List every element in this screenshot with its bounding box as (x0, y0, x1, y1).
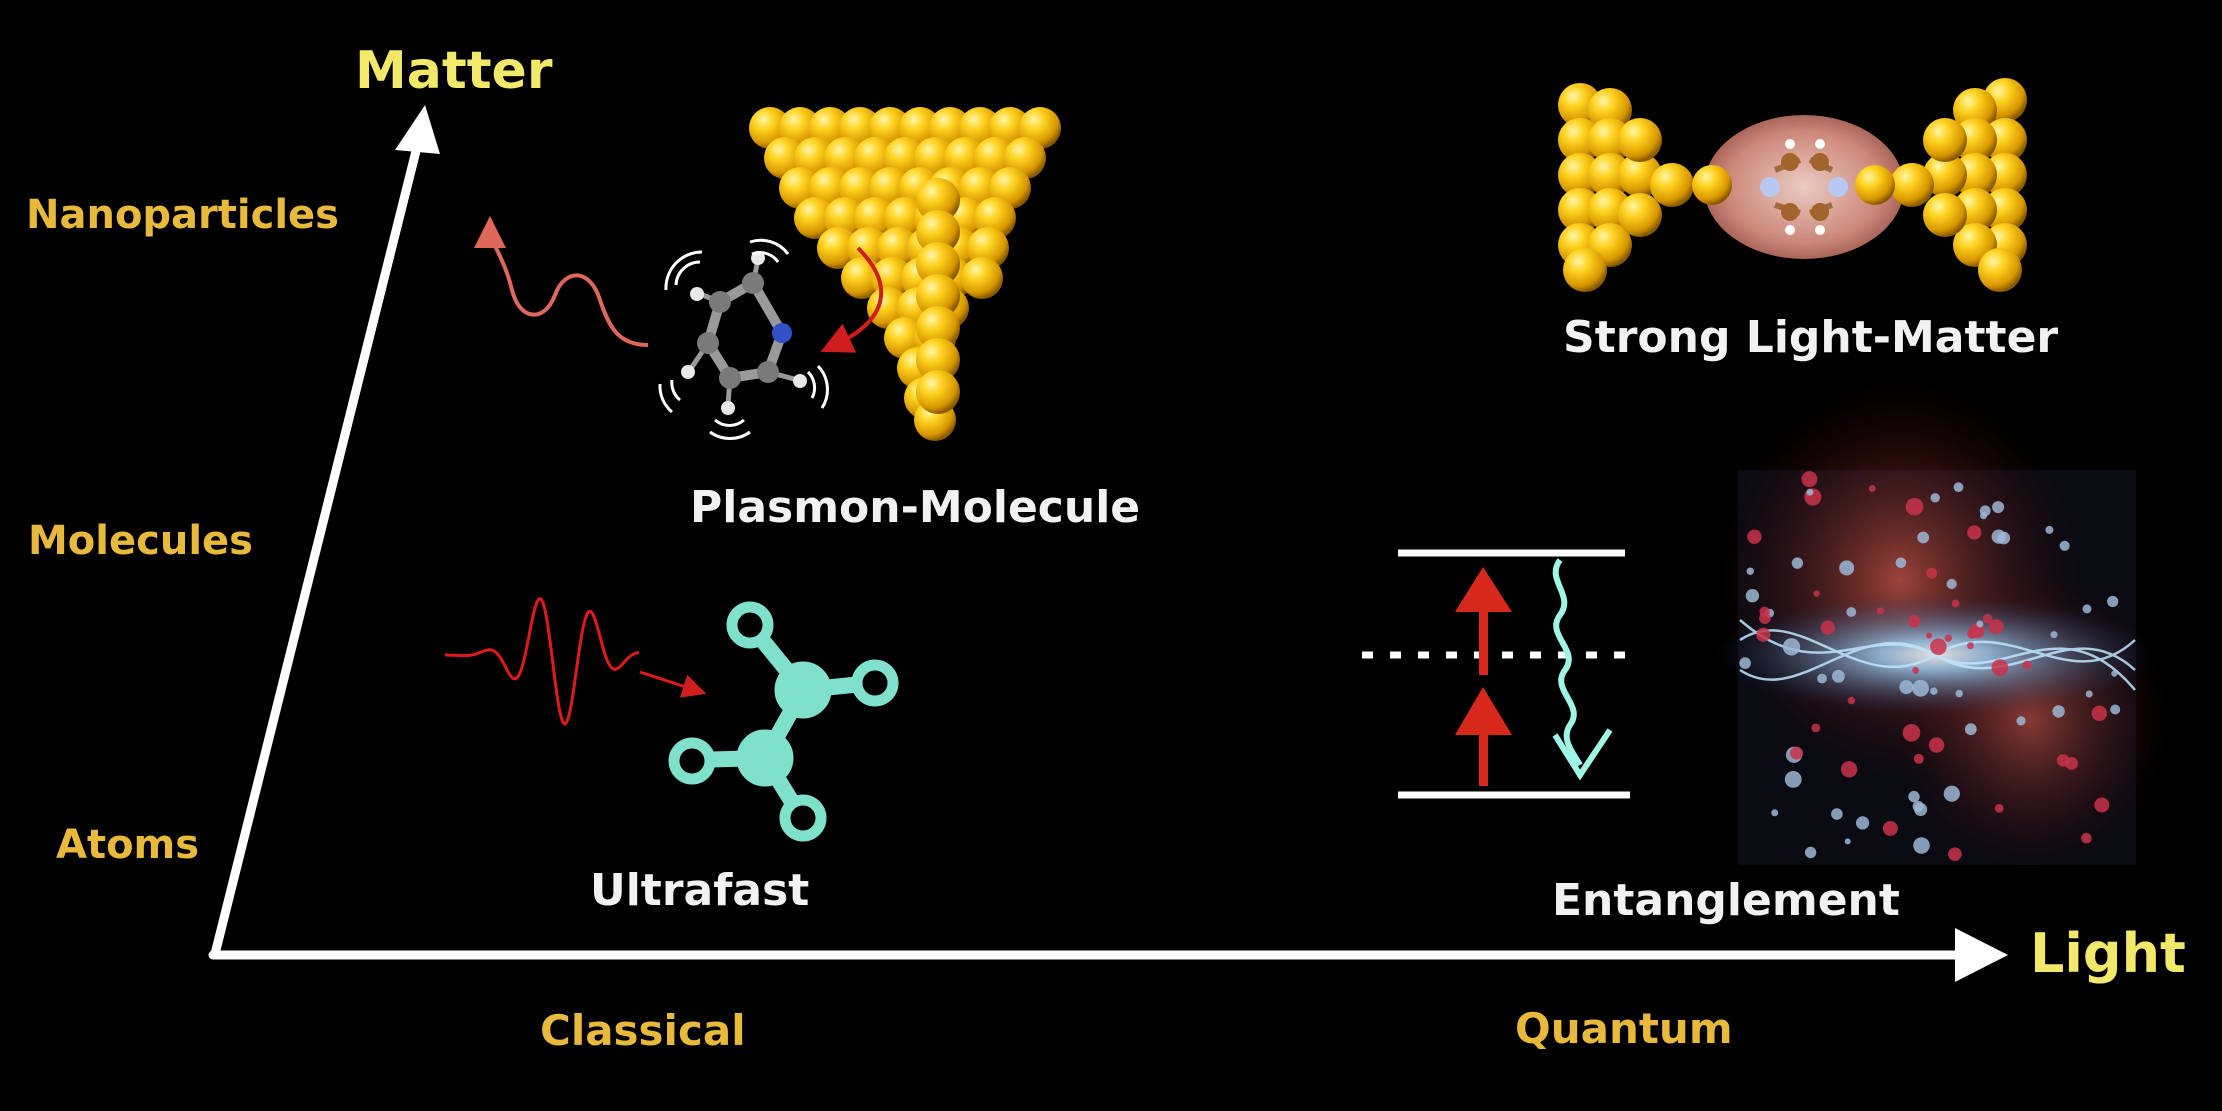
gold-atom (916, 306, 960, 350)
panel-label-ultrafast: Ultrafast (590, 865, 809, 916)
left-gold-cluster (1558, 83, 1732, 292)
panel-label-strong-light-matter: Strong Light-Matter (1563, 312, 2058, 363)
gold-atom (1618, 193, 1662, 237)
emitted-photon-squiggle (1552, 558, 1583, 767)
plasmon-transfer-arrow (820, 246, 884, 353)
gold-atom (817, 227, 859, 269)
gold-atom (916, 274, 960, 318)
x-axis-title: Light (2030, 922, 2186, 985)
gold-atom (1923, 118, 1967, 162)
y-axis-arrowhead (395, 105, 440, 154)
gold-atom (794, 197, 836, 239)
photon-arrowhead (1552, 728, 1613, 781)
axes (208, 105, 2008, 982)
gold-atom (1923, 193, 1967, 237)
gold-atom (1855, 165, 1895, 205)
excitation-arrows (1455, 567, 1512, 786)
plasmonic-cavity (1558, 78, 2027, 292)
gold-atom (1692, 165, 1732, 205)
y-axis-line (210, 130, 425, 959)
level-label-classical: Classical (540, 1006, 746, 1055)
gold-atom (916, 178, 960, 222)
y-axis-title: Matter (355, 41, 553, 101)
ultrafast-molecule (668, 601, 899, 842)
level-label-quantum: Quantum (1515, 1004, 1733, 1053)
gold-atom (1563, 248, 1607, 292)
x-axis-arrowhead (1955, 928, 2008, 982)
level-label-atoms: Atoms (56, 822, 199, 868)
pyridine-molecule (658, 238, 829, 440)
gold-atom (1923, 153, 1967, 197)
gold-atom (1650, 163, 1694, 207)
gold-nanoparticle-pyramid (749, 107, 1061, 441)
ultrafast-laser-pulse (445, 597, 640, 727)
gold-atom (1978, 248, 2022, 292)
pulse-arrow (639, 670, 707, 698)
energy-level-diagram (1362, 549, 1630, 799)
level-label-nanoparticles: Nanoparticles (26, 192, 339, 238)
level-label-molecules: Molecules (28, 518, 253, 564)
panel-label-entanglement: Entanglement (1552, 875, 1900, 926)
gold-atom (1618, 118, 1662, 162)
right-gold-cluster (1855, 78, 2027, 292)
panel-label-plasmon-molecule: Plasmon-Molecule (690, 482, 1140, 533)
gold-atom (916, 210, 960, 254)
gold-atom (961, 257, 1003, 299)
gold-atom (1890, 163, 1934, 207)
cavity-molecule (1760, 139, 1848, 235)
gold-atom (916, 370, 960, 414)
gold-atom (916, 242, 960, 286)
emitted-photon-wave (474, 216, 649, 347)
entanglement-artwork (1715, 380, 2170, 870)
gold-atom (916, 338, 960, 382)
